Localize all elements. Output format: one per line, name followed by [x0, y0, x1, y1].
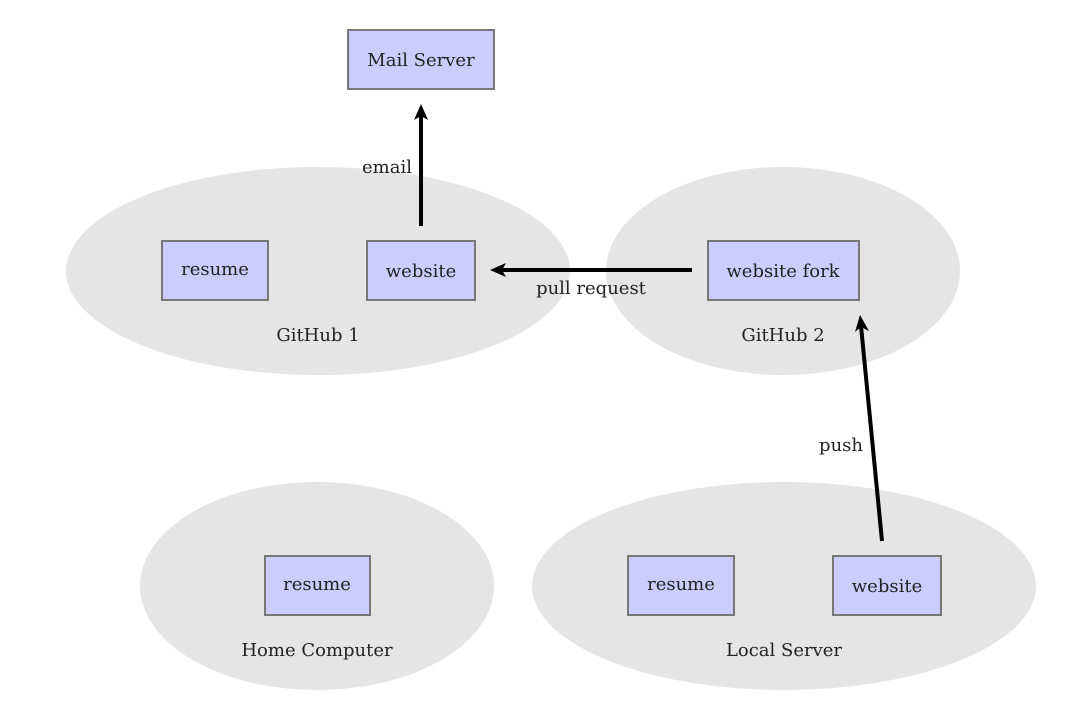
- github1-resume-label: resume: [181, 259, 249, 280]
- github2-label: GitHub 2: [741, 325, 824, 346]
- group-local-server: Local Server: [532, 482, 1036, 690]
- edge-pull-request: pull request: [490, 263, 692, 299]
- local-server-label: Local Server: [726, 640, 842, 661]
- group-github1: GitHub 1: [66, 167, 570, 375]
- email-arrowhead: [414, 104, 428, 120]
- github2-website-fork-label: website fork: [726, 261, 840, 282]
- push-label: push: [819, 435, 863, 456]
- push-arrow-line: [859, 325, 884, 542]
- pull-request-label: pull request: [536, 278, 647, 299]
- edge-push: push: [819, 315, 884, 542]
- github1-website-label: website: [386, 261, 456, 282]
- push-arrowhead: [855, 315, 869, 332]
- node-mail-server: Mail Server: [347, 29, 495, 90]
- home-resume-label: resume: [283, 574, 351, 595]
- mail-server-label: Mail Server: [367, 50, 475, 71]
- github2-website-fork-box: [707, 240, 860, 301]
- pull-request-arrowhead: [490, 263, 506, 277]
- home-resume-box: [264, 555, 371, 616]
- local-website-label: website: [852, 576, 922, 597]
- github1-label: GitHub 1: [276, 325, 359, 346]
- home-computer-label: Home Computer: [241, 640, 393, 661]
- local-website-box: [832, 555, 942, 616]
- mail-server-box: [347, 29, 495, 90]
- node-github1-resume: resume: [161, 240, 269, 301]
- local-resume-box: [627, 555, 735, 616]
- local-server-ellipse: [532, 482, 1036, 690]
- email-label: email: [362, 157, 412, 178]
- node-local-resume: resume: [627, 555, 735, 616]
- github1-website-box: [366, 240, 476, 301]
- github1-ellipse: [66, 167, 570, 375]
- edge-email: email: [362, 104, 428, 226]
- local-resume-label: resume: [647, 574, 715, 595]
- github1-resume-box: [161, 240, 269, 301]
- node-local-website: website: [832, 555, 942, 616]
- node-github2-website-fork: website fork: [707, 240, 860, 301]
- node-home-resume: resume: [264, 555, 371, 616]
- node-github1-website: website: [366, 240, 476, 301]
